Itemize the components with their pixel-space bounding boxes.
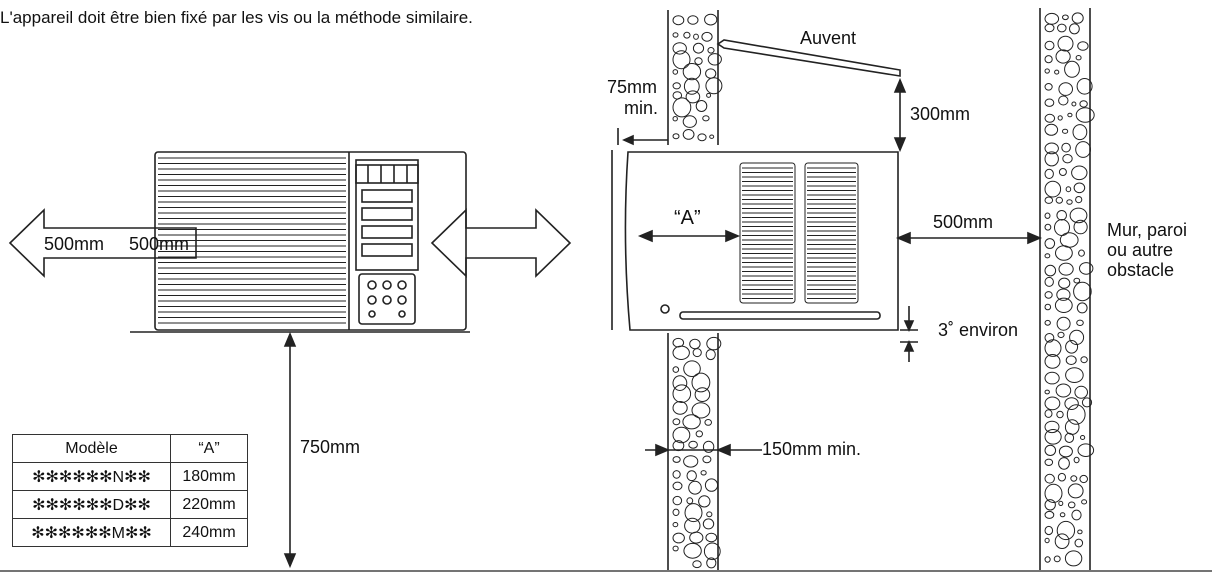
front-grille xyxy=(158,157,346,324)
side-unit-body xyxy=(611,150,899,331)
table-cell-a: 240mm xyxy=(170,518,248,547)
label-500mm-left-b: 500mm xyxy=(129,234,190,254)
front-unit-body xyxy=(154,151,467,331)
wall-texture xyxy=(672,12,1095,569)
side-base-details xyxy=(660,304,881,320)
side-vents xyxy=(739,162,859,304)
label-500mm-right: 500mm xyxy=(933,212,994,232)
label-a: “A” xyxy=(674,207,701,229)
label-300mm: 300mm xyxy=(910,104,971,124)
awning xyxy=(716,39,901,77)
table-cell-a: 220mm xyxy=(170,490,248,519)
table-cell-model: ✻✻✻✻✻✻D✻✻ xyxy=(12,490,171,519)
wall-upper xyxy=(667,10,719,145)
wall-right xyxy=(1039,8,1091,570)
model-table: Modèle “A” ✻✻✻✻✻✻N✻✻ 180mm ✻✻✻✻✻✻D✻✻ 220… xyxy=(12,434,248,547)
left-double-arrow xyxy=(8,208,197,278)
table-header-row: Modèle “A” xyxy=(12,434,248,463)
wall-lower xyxy=(667,333,719,570)
table-cell-a: 180mm xyxy=(170,462,248,491)
label-500mm-left-a: 500mm xyxy=(44,234,105,254)
label-wall-line3: obstacle xyxy=(1107,260,1175,280)
table-row: ✻✻✻✻✻✻D✻✻ 220mm xyxy=(12,490,248,519)
label-wall-line1: Mur, paroi xyxy=(1107,220,1188,240)
table-header-model: Modèle xyxy=(12,434,171,463)
installation-note: L'appareil doit être bien fixé par les v… xyxy=(0,8,473,27)
table-row: ✻✻✻✻✻✻N✻✻ 180mm xyxy=(12,462,248,491)
label-auvent: Auvent xyxy=(800,28,857,48)
label-750mm: 750mm xyxy=(300,437,361,457)
label-75mm: 75mm xyxy=(607,77,658,97)
label-tilt: 3˚ environ xyxy=(938,320,1019,340)
label-wall-line2: ou autre xyxy=(1107,240,1174,260)
table-cell-model: ✻✻✻✻✻✻N✻✻ xyxy=(12,462,171,491)
label-150mm: 150mm min. xyxy=(762,439,862,459)
front-louvers xyxy=(355,159,419,271)
table-cell-model: ✻✻✻✻✻✻M✻✻ xyxy=(12,518,171,547)
label-75mm-min: min. xyxy=(624,98,659,118)
table-row: ✻✻✻✻✻✻M✻✻ 240mm xyxy=(12,518,248,547)
right-double-arrow xyxy=(430,208,572,278)
table-header-a: “A” xyxy=(170,434,248,463)
front-control-panel xyxy=(358,273,416,325)
